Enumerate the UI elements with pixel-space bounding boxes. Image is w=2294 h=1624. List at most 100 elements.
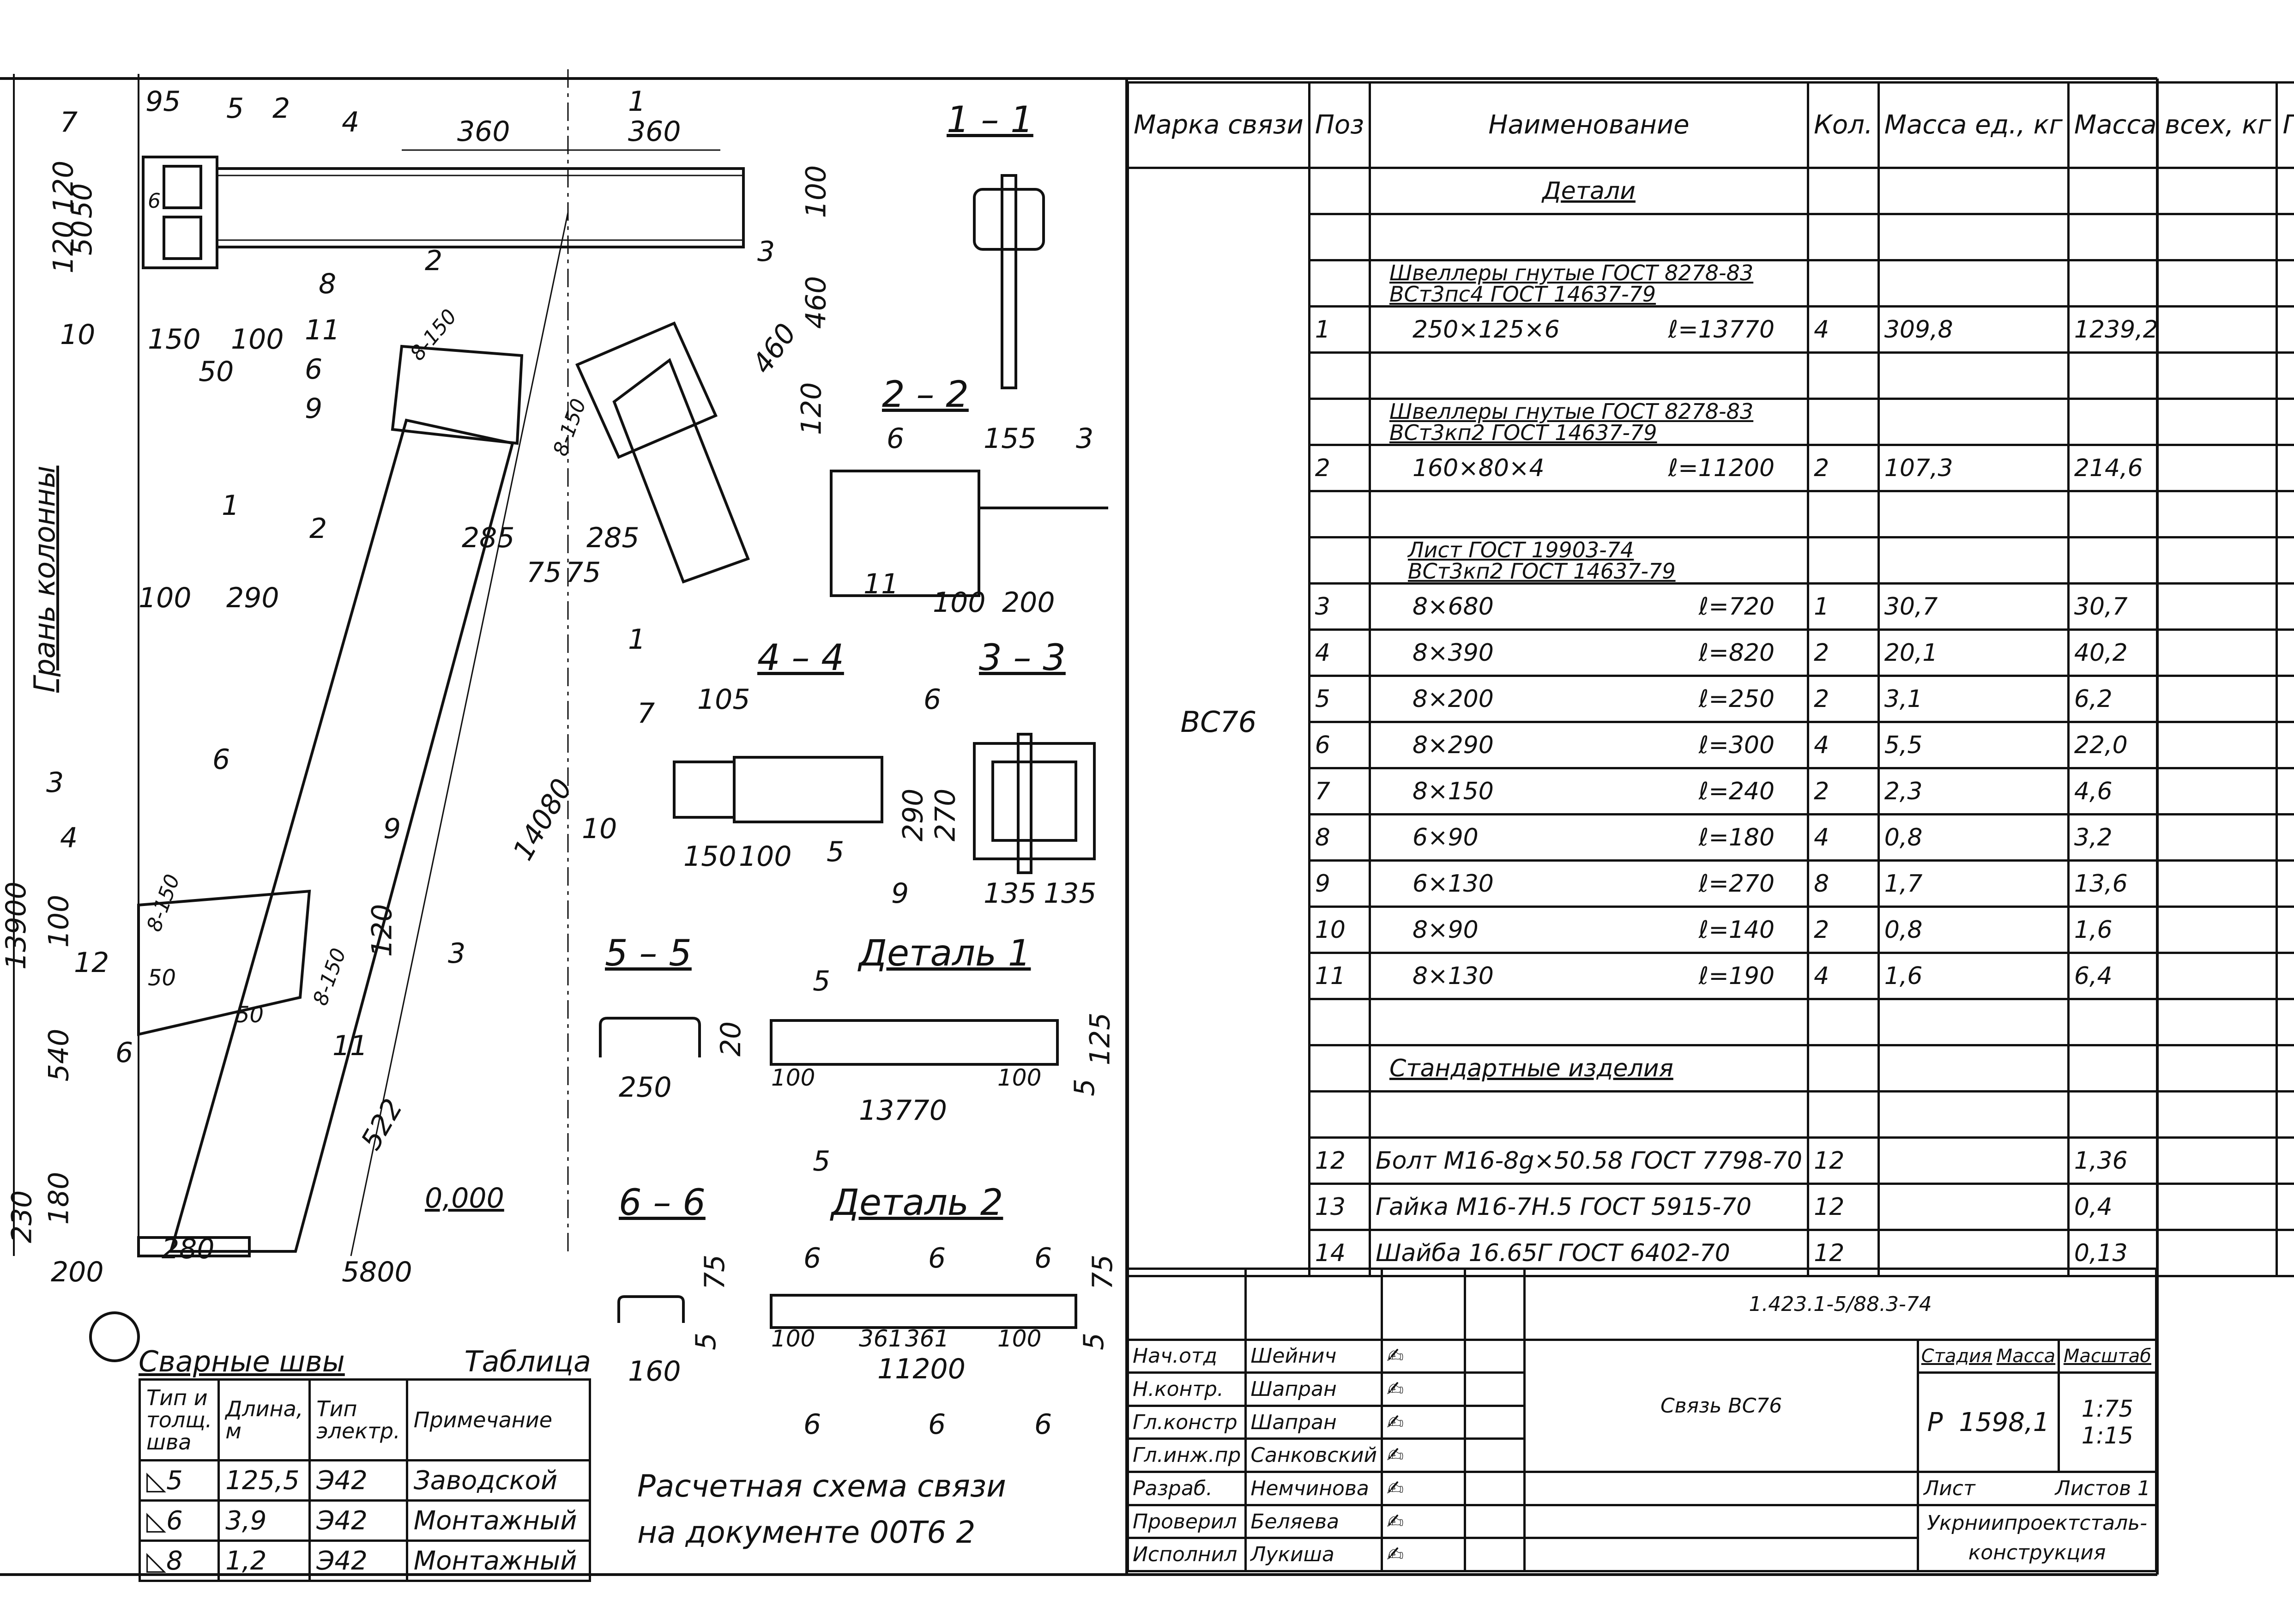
group2-line1: Швеллеры гнутые ГОСТ 8278-83 <box>1389 398 1754 424</box>
dim-125: 125 <box>1084 1012 1117 1066</box>
callout-2: 2 <box>272 92 290 125</box>
mass-value: 1598,1 <box>1959 1407 2050 1437</box>
dim-120-mid: 120 <box>47 220 80 274</box>
callout-6-sec33: 6 <box>924 683 942 716</box>
callout-5-sec44: 5 <box>827 836 845 868</box>
group3-line2: ВСт3кп2 ГОСТ 14637-79 <box>1407 558 1676 584</box>
section-6-6-channel <box>617 1295 685 1323</box>
stage-value: Р <box>1927 1407 1943 1437</box>
callout-9-lower: 9 <box>383 813 401 845</box>
dim-200-sec22: 200 <box>1002 586 1055 619</box>
callout-10-sec44: 10 <box>582 813 617 845</box>
dim-150-sec44: 150 <box>683 840 736 873</box>
dim-75-left: 75 <box>526 556 562 589</box>
dim-200: 200 <box>51 1256 104 1288</box>
section-6-6-title: 6 – 6 <box>619 1182 706 1224</box>
signature-icon: ✍ <box>1381 1537 1466 1572</box>
signature-icon: ✍ <box>1381 1503 1466 1539</box>
callout-8: 8 <box>319 268 337 300</box>
dim-5-b: 5 <box>690 1332 723 1351</box>
detail-2-title: Деталь 2 <box>831 1182 1003 1224</box>
level-0000: 0,000 <box>425 1182 504 1214</box>
dim-285-right: 285 <box>586 522 640 554</box>
detail-1-title: Деталь 1 <box>859 933 1031 974</box>
dim-100-det2-b: 100 <box>997 1325 1042 1352</box>
scale-label: Масштаб <box>2057 1338 2158 1374</box>
cut-6-c: 6 <box>1034 1242 1052 1274</box>
section-5-5-title: 5 – 5 <box>605 933 692 974</box>
section-1-1-shape <box>973 188 1045 251</box>
dim-75-sec66: 75 <box>699 1254 731 1290</box>
cut-2-left: 2 <box>309 513 327 545</box>
dim-5800: 5800 <box>342 1256 412 1288</box>
plate-5 <box>163 165 202 209</box>
scale-value-1: 1:75 <box>2081 1395 2134 1423</box>
signature-icon: ✍ <box>1381 1404 1466 1440</box>
dim-100-d: 100 <box>42 894 75 948</box>
weld-size-6: 6 <box>115 1037 133 1069</box>
signature-icon: ✍ <box>1381 1437 1466 1473</box>
calc-note-line1: Расчетная схема связи <box>637 1468 1006 1504</box>
mass-label: Масса <box>1996 1345 2056 1367</box>
group2-line2: ВСт3кп2 ГОСТ 14637-79 <box>1389 420 1657 445</box>
section-3-3-inner <box>991 761 1077 842</box>
dim-75-det2: 75 <box>1087 1254 1119 1290</box>
dim-100-det1-right: 100 <box>997 1064 1042 1091</box>
sheet-label: Лист <box>1924 1476 1975 1500</box>
spec-header-name: Наименование <box>1368 81 1810 169</box>
dim-290: 290 <box>226 582 279 614</box>
dim-50-d: 50 <box>148 965 176 991</box>
dim-50-c: 50 <box>199 356 234 388</box>
weld-table: Сварные швы Таблица Тип и толщ. шва Длин… <box>138 1341 592 1582</box>
detail-1-channel <box>770 1019 1059 1066</box>
signature-icon: ✍ <box>1381 1471 1466 1506</box>
gusset-3-right <box>575 321 718 459</box>
section-1-1-title: 1 – 1 <box>947 99 1033 141</box>
dim-5-a: 5 <box>1069 1078 1101 1097</box>
cut-2-top: 2 <box>425 245 443 277</box>
dim-50-top: 50 <box>66 183 99 219</box>
specification-table: Марка связи Поз Наименование Кол. Масса … <box>1127 81 2294 1573</box>
stage-label: Стадия <box>1921 1345 1992 1367</box>
channel-2-top <box>216 167 745 248</box>
weld-row: ◺8 1,2 Э42 Монтажный <box>138 1539 592 1582</box>
cut-1-top: 1 <box>628 85 646 118</box>
cut-6-d: 6 <box>803 1408 821 1441</box>
group3-line1: Лист ГОСТ 19903-74 <box>1407 537 1634 562</box>
dim-100-det1-left: 100 <box>771 1064 815 1091</box>
dim-360-right: 360 <box>628 115 681 148</box>
signature-icon: ✍ <box>1381 1371 1466 1407</box>
dim-540: 540 <box>42 1028 75 1082</box>
callout-6-lower: 6 <box>212 743 230 776</box>
cut-5-bottom: 5 <box>813 1145 831 1177</box>
dim-285-left: 285 <box>462 522 515 554</box>
dim-460: 460 <box>800 276 833 329</box>
callout-11: 11 <box>305 314 340 346</box>
dim-100-b: 100 <box>231 323 284 356</box>
column-face-label: Грань колонны <box>28 465 61 693</box>
callout-11-sec22: 11 <box>863 568 899 600</box>
gusset-3-left <box>391 344 524 445</box>
callout-10: 10 <box>60 319 96 351</box>
cut-6-b: 6 <box>928 1242 946 1274</box>
spec-header-mass-unit: Масса ед., кг <box>1877 81 2070 169</box>
plate-8 <box>163 216 202 260</box>
weld-row: ◺6 3,9 Э42 Монтажный <box>138 1499 592 1542</box>
callout-6: 6 <box>305 353 323 386</box>
cut-6-f: 6 <box>1034 1408 1052 1441</box>
weld-size-6-top: 6 <box>148 189 161 213</box>
section-details-heading: Детали <box>1368 167 1810 215</box>
document-code: 1.423.1-5/88.3-74 <box>1523 1268 2157 1341</box>
section-1-1-plate <box>1001 174 1017 389</box>
dim-75-right: 75 <box>566 556 601 589</box>
weld-row: ◺5 125,5 Э42 Заводской <box>138 1459 592 1502</box>
weld-header-electrode: Тип электр. <box>308 1378 408 1461</box>
dim-120-right: 120 <box>795 382 828 435</box>
